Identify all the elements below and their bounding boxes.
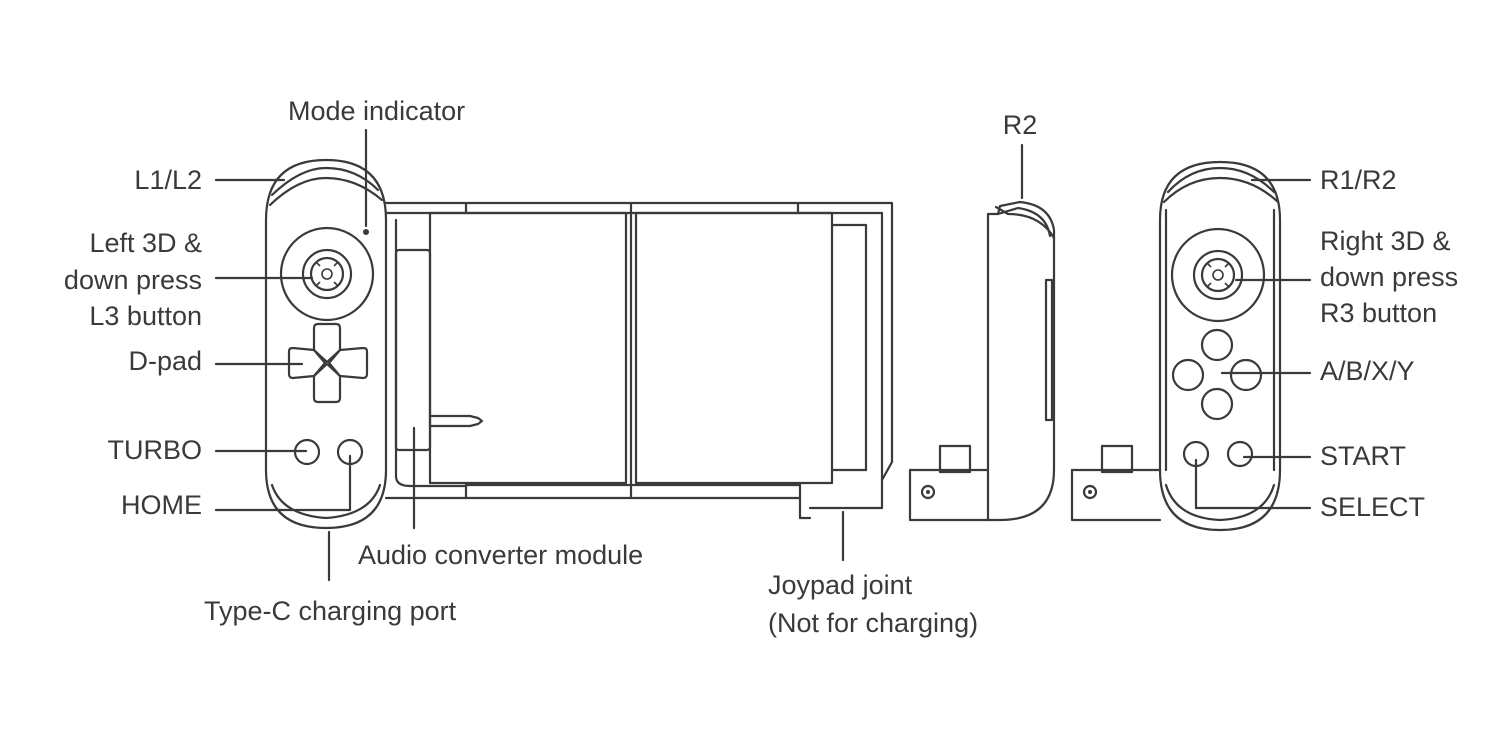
label-mode-indicator: Mode indicator <box>288 96 465 126</box>
label-r2: R2 <box>1003 110 1038 140</box>
phone-screen-left <box>428 211 628 485</box>
label-dpad: D-pad <box>128 346 202 376</box>
label-left-3d-line3: L3 button <box>89 301 202 331</box>
side-view-controller <box>908 200 1056 522</box>
label-right-3d-line2: down press <box>1320 262 1458 292</box>
dpad-cross <box>287 322 369 404</box>
label-r1-r2: R1/R2 <box>1320 165 1397 195</box>
right-controller <box>1070 160 1282 532</box>
label-right-3d-line1: Right 3D & <box>1320 226 1451 256</box>
left-stick <box>279 226 375 322</box>
label-audio-converter: Audio converter module <box>358 540 643 570</box>
label-select: SELECT <box>1320 492 1425 522</box>
audio-converter-plug <box>428 414 484 428</box>
mode-indicator-light <box>363 229 369 235</box>
right-stick <box>1170 227 1266 323</box>
l1-l2-shoulder <box>270 166 380 197</box>
label-left-3d-line2: down press <box>64 265 202 295</box>
center-clamp <box>384 201 894 520</box>
label-start: START <box>1320 441 1406 471</box>
labels: Mode indicator L1/L2 Left 3D & down pres… <box>64 96 1458 638</box>
leader-lines <box>214 128 1312 582</box>
label-joypad-joint-line2: (Not for charging) <box>768 608 978 638</box>
label-right-3d-line3: R3 button <box>1320 298 1437 328</box>
label-l1-l2: L1/L2 <box>134 165 202 195</box>
label-turbo: TURBO <box>108 435 203 465</box>
label-left-3d-line1: Left 3D & <box>89 228 202 258</box>
label-home: HOME <box>121 490 202 520</box>
label-joypad-joint-line1: Joypad joint <box>768 570 913 600</box>
left-controller <box>264 158 388 530</box>
start-button <box>1226 440 1254 468</box>
abxy-buttons <box>1171 328 1263 421</box>
phone-screen-right <box>634 211 834 485</box>
label-type-c: Type-C charging port <box>204 596 457 626</box>
label-abxy: A/B/X/Y <box>1320 356 1415 386</box>
